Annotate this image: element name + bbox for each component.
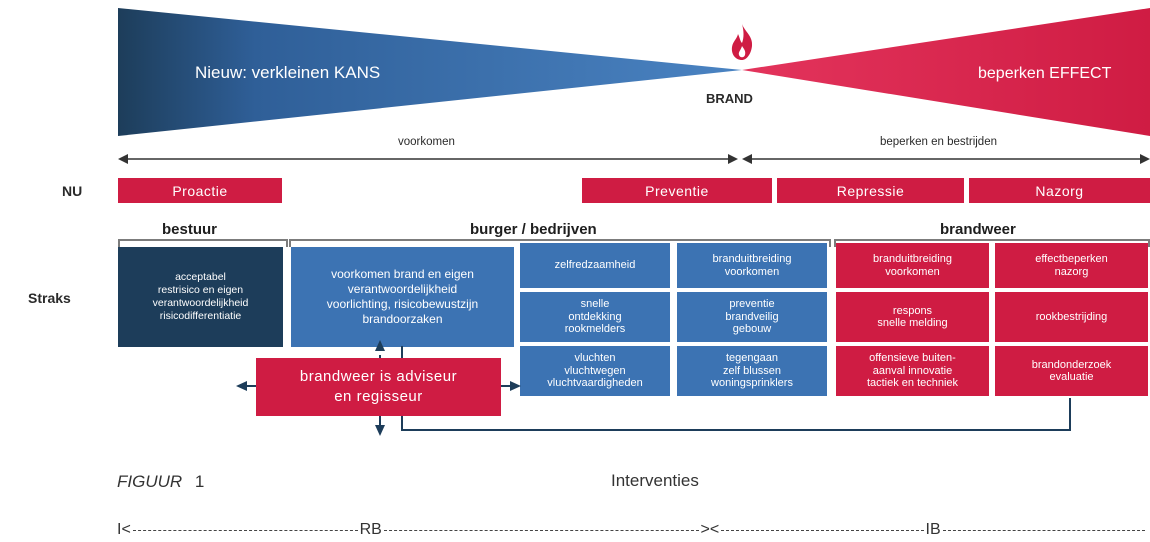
scale-dash-3 (721, 529, 924, 531)
box-effectbeperken-nazorg: effectbeperken nazorg (995, 243, 1148, 288)
group-header-burger-bedrijven: burger / bedrijven (470, 221, 597, 238)
flame-icon (731, 24, 753, 60)
nu-item-preventie: Preventie (582, 178, 772, 203)
box-vluchten: vluchten vluchtwegen vluchtvaardigheden (520, 346, 670, 396)
nu-item-repressie: Repressie (777, 178, 964, 203)
box-snelle-ontdekking: snelle ontdekking rookmelders (520, 292, 670, 342)
bracket-burger-bedrijven (289, 239, 831, 247)
group-header-bestuur: bestuur (162, 221, 218, 238)
box-preventie-brandveilig: preventie brandveilig gebouw (677, 292, 827, 342)
box-rookbestrijding: rookbestrijding (995, 292, 1148, 342)
nu-item-proactie: Proactie (118, 178, 282, 203)
figure-word: FIGUUR (117, 472, 183, 491)
nu-label: NU (62, 183, 83, 199)
box-offensieve-buitenaanval: offensieve buiten- aanval innovatie tact… (836, 346, 989, 396)
timeline-right-label: beperken en bestrijden (880, 136, 997, 148)
scale-rb-label: RB (359, 521, 382, 538)
kans-triangle (118, 8, 742, 136)
banner-graphic (118, 8, 1150, 164)
box-acceptabel-restrisico: acceptabel restrisico en eigen verantwoo… (118, 247, 283, 347)
figure-title: Interventies (611, 471, 699, 490)
figure-caption: FIGUUR 1 (117, 472, 204, 492)
scale-ib-label: IB (925, 521, 941, 538)
nu-item-nazorg: Nazorg (969, 178, 1150, 203)
box-brandweer-adviseur: brandweer is adviseur en regisseur (256, 358, 501, 416)
group-header-brandweer: brandweer (940, 221, 1016, 238)
straks-label: Straks (28, 290, 71, 306)
kans-label: Nieuw: verkleinen KANS (195, 63, 381, 82)
box-branduitbreiding-voorkomen-blue: branduitbreiding voorkomen (677, 243, 827, 288)
box-voorkomen-brand: voorkomen brand en eigen verantwoordelij… (291, 247, 514, 347)
scale-middle: >< (700, 521, 720, 538)
bracket-bestuur (118, 239, 288, 247)
scale-dash-2 (383, 529, 699, 531)
box-respons-snelle-melding: respons snelle melding (836, 292, 989, 342)
bracket-brandweer (834, 239, 1150, 247)
box-tegengaan: tegengaan zelf blussen woningsprinklers (677, 346, 827, 396)
timeline-left-label: voorkomen (398, 136, 455, 148)
box-branduitbreiding-voorkomen-red: branduitbreiding voorkomen (836, 243, 989, 288)
effect-triangle (742, 8, 1150, 136)
brand-label: BRAND (706, 91, 753, 106)
figure-number: 1 (194, 472, 205, 491)
box-zelfredzaamheid: zelfredzaamheid (520, 243, 670, 288)
scale-dash-4 (942, 529, 1145, 531)
effect-label: beperken EFFECT (978, 65, 1112, 82)
box-brandonderzoek-evaluatie: brandonderzoek evaluatie (995, 346, 1148, 396)
rb-ib-scale: I< RB >< IB (117, 519, 1147, 541)
scale-start: I< (117, 521, 131, 538)
scale-dash-1 (132, 529, 358, 531)
